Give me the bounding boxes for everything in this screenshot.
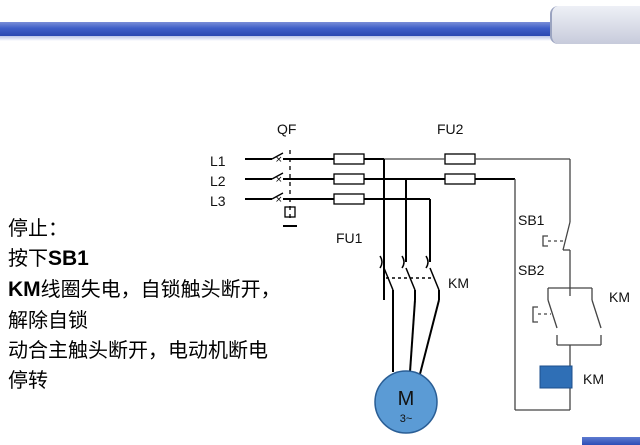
svg-text:×: × (275, 175, 283, 185)
description-line-4: 解除自锁 (8, 308, 88, 332)
title-bar (0, 22, 640, 36)
description-line-3-bold: KM (8, 278, 41, 301)
control-fuse-label: FU2 (437, 121, 464, 137)
motor-symbol (374, 370, 438, 434)
title-bar-shadow (0, 36, 640, 41)
description-line-1: 停止： (8, 216, 68, 240)
line-label-l1: L1 (210, 153, 226, 169)
description-line-3: KM线圈失电，自锁触头断开， (8, 274, 281, 305)
description-line-2-prefix: 按下 (8, 246, 48, 270)
breaker-qf: × × × (271, 150, 297, 227)
coil-label: KM (583, 371, 604, 387)
control-fuses-fu2 (444, 153, 476, 185)
stop-button-label: SB1 (518, 212, 545, 228)
line-label-l2: L2 (210, 173, 226, 189)
main-contactor-label: KM (448, 275, 469, 291)
main-fuses-fu1 (333, 153, 365, 205)
motor-feeder-lines (383, 159, 431, 262)
description-line-3-text: 线圈失电，自锁触头断开， (40, 277, 281, 301)
description-line-5: 动合主触头断开，电动机断电 (8, 338, 268, 362)
bottom-corner-decoration (582, 437, 640, 445)
main-contacts-km (379, 255, 440, 291)
svg-text:×: × (275, 155, 283, 165)
description-line-6: 停转 (8, 368, 48, 392)
svg-text:×: × (275, 195, 283, 205)
motor-label: M (398, 388, 415, 410)
description-text: 停止： 按下SB1 KM线圈失电，自锁触头断开， 解除自锁 动合主触头断开，电动… (8, 213, 281, 395)
main-fuse-label: FU1 (336, 230, 363, 246)
control-wiring (384, 158, 602, 411)
motor-phase-label: 3~ (400, 413, 413, 425)
motor-leads (383, 262, 440, 375)
self-lock-contact-label: KM (609, 289, 630, 305)
breaker-label: QF (277, 121, 296, 137)
start-button-label: SB2 (518, 262, 545, 278)
corner-decoration (550, 6, 640, 44)
description-line-2-bold: SB1 (48, 247, 89, 270)
line-label-l3: L3 (210, 193, 226, 209)
power-bus-lines (245, 158, 515, 200)
description-line-2: 按下SB1 (8, 243, 281, 274)
contactor-coil (539, 365, 573, 389)
